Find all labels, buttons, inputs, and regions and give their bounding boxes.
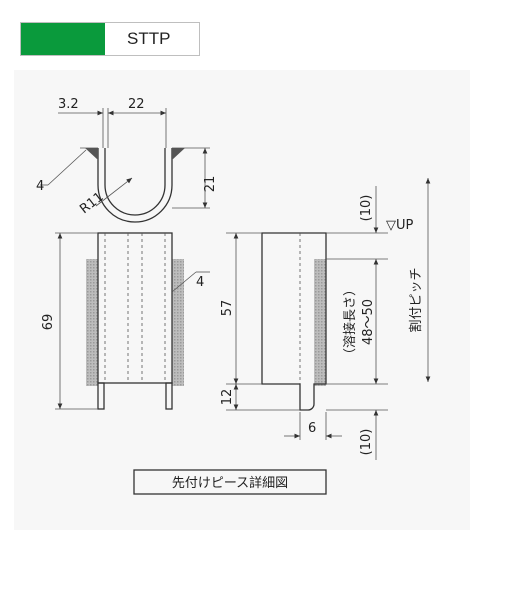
dim-57: 57 — [220, 300, 235, 317]
radius-label: R11 — [77, 190, 106, 218]
product-code: STTP — [127, 29, 171, 48]
dim-4-top: 4 — [36, 179, 44, 194]
top-view: 3.2 22 21 4 R11 — [36, 97, 218, 223]
weld-range-label: 48～50 — [361, 299, 376, 345]
dim-10-top: (10) — [359, 195, 374, 222]
caption-box: 先付けピース詳細図 — [133, 469, 327, 495]
dim-22: 22 — [128, 97, 145, 112]
caption-label: 先付けピース詳細図 — [172, 475, 288, 491]
dim-12: 12 — [220, 389, 235, 406]
weld-length-label: （溶接長さ） — [342, 283, 358, 361]
dim-6: 6 — [308, 421, 316, 436]
side-view: 57 12 6 (10) (10) （溶接長さ） 48～50 ▽UP 割付ピッチ — [220, 178, 431, 460]
dim-4-mid: 4 — [196, 275, 204, 290]
dim-69: 69 — [41, 314, 56, 331]
dim-21: 21 — [203, 176, 218, 193]
dim-10-bottom: (10) — [359, 429, 374, 456]
accent-swatch — [21, 23, 105, 55]
pitch-label: 割付ピッチ — [408, 267, 424, 332]
up-label: ▽UP — [386, 218, 414, 233]
header-bar: STTP — [20, 22, 200, 56]
front-view: 69 4 — [41, 232, 210, 410]
dim-3-2: 3.2 — [58, 97, 79, 112]
